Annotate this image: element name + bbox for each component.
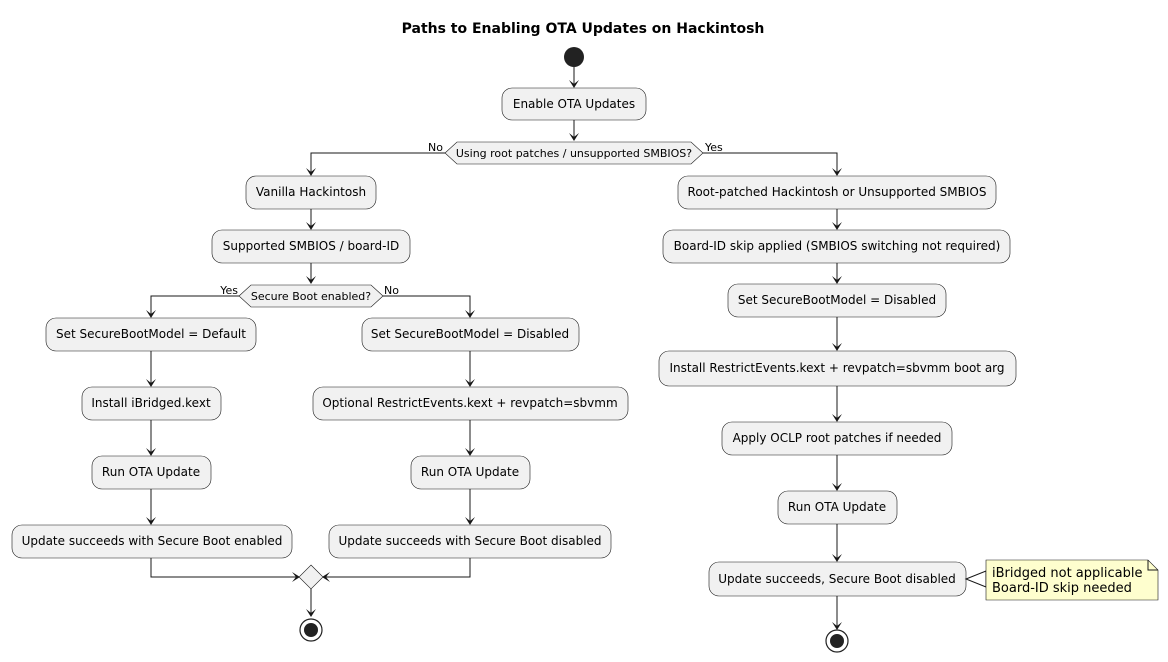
node-apply-oclp: Apply OCLP root patches if needed (721, 421, 953, 456)
svg-text:Board-ID skip applied (SMBIOS: Board-ID skip applied (SMBIOS switching … (674, 239, 1001, 253)
svg-text:Using root patches / unsupport: Using root patches / unsupported SMBIOS? (456, 147, 692, 160)
note-line-2: Board-ID skip needed (992, 581, 1132, 596)
svg-text:Apply OCLP root patches if nee: Apply OCLP root patches if needed (733, 431, 942, 445)
svg-text:Install iBridged.kext: Install iBridged.kext (91, 396, 211, 410)
label-yes-secure: Yes (219, 284, 238, 297)
end-node-left (299, 618, 323, 642)
svg-text:Root-patched Hackintosh or Uns: Root-patched Hackintosh or Unsupported S… (688, 185, 987, 199)
node-supported-smbios: Supported SMBIOS / board-ID (211, 229, 411, 264)
svg-text:Set SecureBootModel = Default: Set SecureBootModel = Default (56, 327, 246, 341)
svg-text:Run OTA Update: Run OTA Update (421, 465, 519, 479)
note-box: iBridged not applicable Board-ID skip ne… (964, 559, 1159, 601)
node-success-secure: Update succeeds with Secure Boot enabled (11, 524, 293, 559)
svg-text:Run OTA Update: Run OTA Update (102, 465, 200, 479)
svg-text:Update succeeds with Secure Bo: Update succeeds with Secure Boot enabled (22, 534, 283, 548)
node-run-ota-c: Run OTA Update (777, 490, 898, 525)
label-yes-root: Yes (704, 141, 723, 154)
svg-text:Secure Boot enabled?: Secure Boot enabled? (251, 290, 371, 303)
label-no-root: No (428, 141, 443, 154)
node-success-right: Update succeeds, Secure Boot disabled (708, 561, 967, 597)
node-install-ibridged: Install iBridged.kext (81, 386, 222, 421)
svg-text:Set SecureBootModel = Disabled: Set SecureBootModel = Disabled (371, 327, 569, 341)
diagram-title: Paths to Enabling OTA Updates on Hackint… (402, 21, 765, 37)
svg-text:Optional RestrictEvents.kext +: Optional RestrictEvents.kext + revpatch=… (322, 396, 617, 410)
node-set-disabled-b: Set SecureBootModel = Disabled (727, 283, 947, 318)
label-no-secure: No (384, 284, 399, 297)
svg-text:Supported SMBIOS / board-ID: Supported SMBIOS / board-ID (223, 239, 400, 253)
node-run-ota-b: Run OTA Update (410, 455, 531, 490)
node-enable-ota: Enable OTA Updates (501, 87, 647, 121)
node-vanilla: Vanilla Hackintosh (245, 175, 377, 210)
svg-text:Update succeeds, Secure Boot d: Update succeeds, Secure Boot disabled (718, 572, 956, 586)
svg-text:Update succeeds with Secure Bo: Update succeeds with Secure Boot disable… (338, 534, 601, 548)
node-optional-restrict: Optional RestrictEvents.kext + revpatch=… (312, 386, 629, 421)
svg-text:Run OTA Update: Run OTA Update (788, 500, 886, 514)
node-run-ota-a: Run OTA Update (91, 455, 212, 490)
node-install-restrict: Install RestrictEvents.kext + revpatch=s… (658, 350, 1017, 387)
svg-text:Set SecureBootModel = Disabled: Set SecureBootModel = Disabled (738, 293, 936, 307)
start-node (564, 47, 584, 67)
svg-text:Vanilla Hackintosh: Vanilla Hackintosh (256, 185, 366, 199)
end-node-right (825, 629, 849, 653)
note-line-1: iBridged not applicable (992, 566, 1142, 581)
node-success-disabled: Update succeeds with Secure Boot disable… (328, 524, 612, 559)
node-boardid-skip: Board-ID skip applied (SMBIOS switching … (662, 229, 1011, 264)
merge-node (298, 564, 324, 590)
node-set-default: Set SecureBootModel = Default (45, 317, 257, 352)
svg-text:Enable OTA Updates: Enable OTA Updates (513, 97, 635, 111)
svg-text:Install RestrictEvents.kext +: Install RestrictEvents.kext + revpatch=s… (669, 361, 1004, 375)
decision-secure-boot: Secure Boot enabled? (238, 284, 384, 308)
node-set-disabled-a: Set SecureBootModel = Disabled (361, 317, 580, 352)
node-root-patched: Root-patched Hackintosh or Unsupported S… (677, 175, 997, 210)
decision-root-patches: Using root patches / unsupported SMBIOS? (444, 141, 704, 165)
